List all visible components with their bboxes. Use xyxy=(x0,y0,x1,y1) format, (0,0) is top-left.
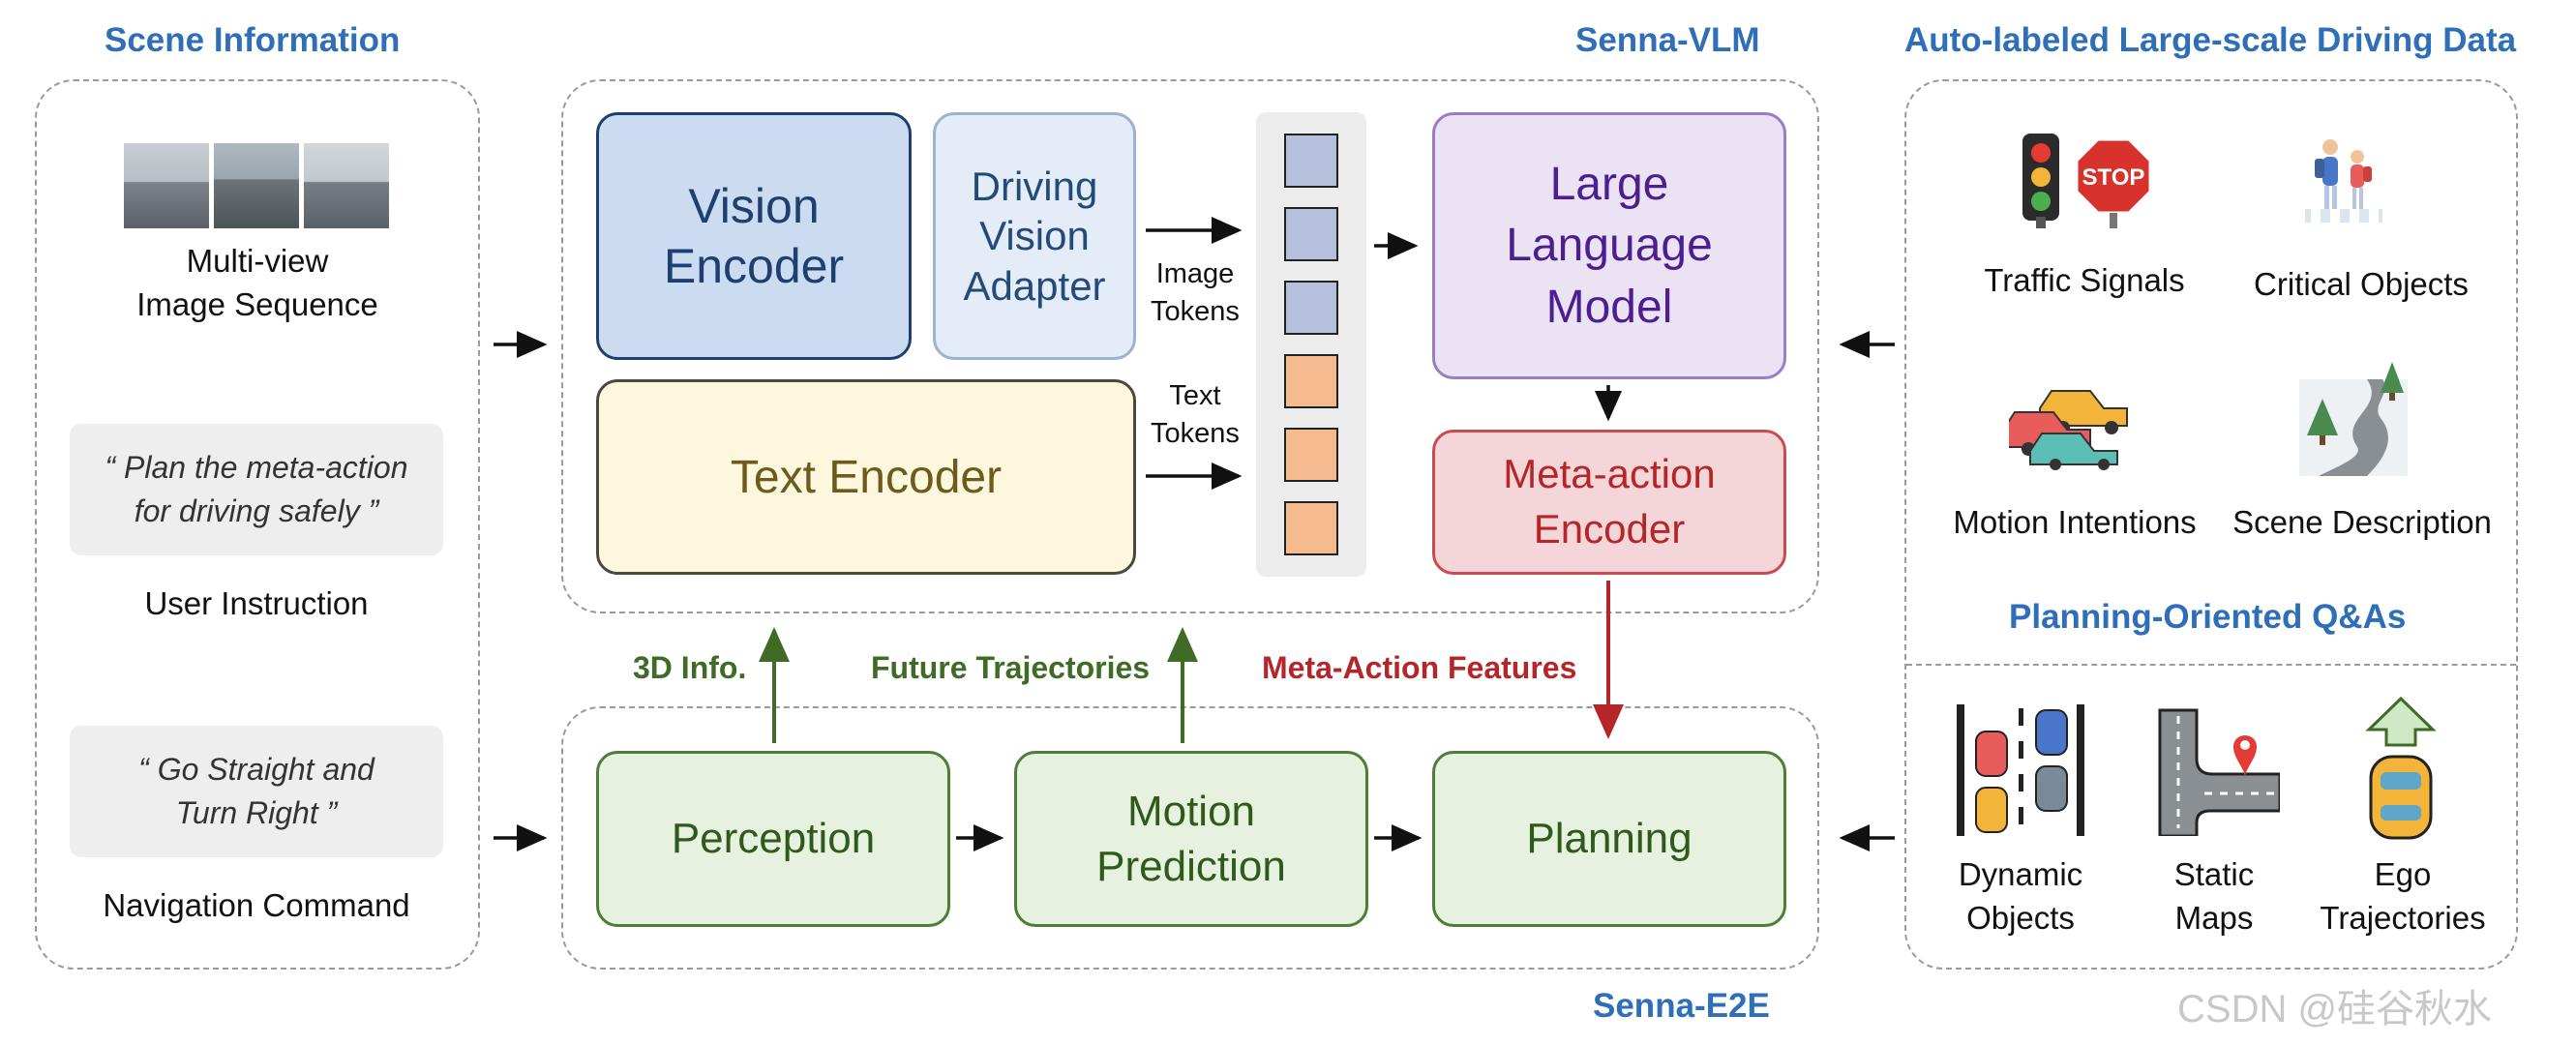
vision-encoder-box: Vision Encoder xyxy=(596,112,912,360)
camera-image-right xyxy=(304,143,389,228)
cars-icon xyxy=(2002,373,2135,470)
senna-vlm-title: Senna-VLM xyxy=(1575,21,1760,59)
panel-divider xyxy=(1906,664,2516,666)
navigation-command-label: Navigation Command xyxy=(103,887,410,923)
traffic-signal-icon: STOP xyxy=(2019,132,2164,228)
traffic-signals-label: Traffic Signals xyxy=(1984,262,2185,298)
driving-data-title: Auto-labeled Large-scale Driving Data xyxy=(1904,21,2517,59)
svg-text:STOP: STOP xyxy=(2082,164,2145,191)
text-tokens-label: Text Tokens xyxy=(1151,380,1240,450)
text-token xyxy=(1284,354,1338,408)
camera-image-left xyxy=(124,143,209,228)
camera-image-front xyxy=(214,143,299,228)
road-scene-icon xyxy=(2299,360,2408,476)
watermark: CSDN @硅谷秋水 xyxy=(2177,988,2493,1030)
meta-action-encoder-box: Meta-action Encoder xyxy=(1432,430,1786,575)
scene-description-label: Scene Description xyxy=(2232,504,2492,540)
pedestrians-icon xyxy=(2297,132,2394,228)
token-sequence xyxy=(1256,112,1366,577)
senna-e2e-panel xyxy=(561,706,1819,970)
image-tokens-label: Image Tokens xyxy=(1151,258,1240,328)
static-map-icon xyxy=(2150,706,2282,838)
image-sequence-label: Multi-view Image Sequence xyxy=(136,243,378,322)
ego-trajectories-label: Ego Trajectories xyxy=(2320,856,2486,936)
meta-action-features-label: Meta-Action Features xyxy=(1262,650,1577,685)
senna-vlm-panel xyxy=(561,79,1819,613)
text-encoder-box: Text Encoder xyxy=(596,379,1136,575)
ego-car-icon xyxy=(2361,696,2441,842)
motion-intentions-label: Motion Intentions xyxy=(1953,504,2197,540)
planning-qa-title: Planning-Oriented Q&As xyxy=(2009,598,2407,636)
multi-view-images xyxy=(124,143,389,228)
large-language-model-box: Large Language Model xyxy=(1432,112,1786,379)
perception-box: Perception xyxy=(596,751,950,927)
senna-e2e-title: Senna-E2E xyxy=(1593,987,1770,1025)
planning-box: Planning xyxy=(1432,751,1786,927)
motion-prediction-box: Motion Prediction xyxy=(1014,751,1368,927)
future-trajectories-label: Future Trajectories xyxy=(871,650,1151,685)
3d-info-label: 3D Info. xyxy=(633,650,747,685)
navigation-command-quote: “ Go Straight and Turn Right ” xyxy=(70,726,443,857)
image-token xyxy=(1284,134,1338,188)
text-token xyxy=(1284,501,1338,555)
dynamic-objects-label: Dynamic Objects xyxy=(1958,856,2083,936)
dynamic-objects-icon xyxy=(1953,702,2088,838)
text-token xyxy=(1284,428,1338,482)
user-instruction-label: User Instruction xyxy=(144,585,369,621)
critical-objects-label: Critical Objects xyxy=(2254,266,2469,302)
user-instruction-quote: “ Plan the meta-action for driving safel… xyxy=(70,424,443,555)
driving-vision-adapter-box: Driving Vision Adapter xyxy=(933,112,1136,360)
static-maps-label: Static Maps xyxy=(2173,856,2255,936)
image-token xyxy=(1284,207,1338,261)
scene-information-title: Scene Information xyxy=(105,21,401,59)
scene-information-panel xyxy=(35,79,480,970)
image-token xyxy=(1284,281,1338,335)
driving-data-panel xyxy=(1904,79,2518,970)
